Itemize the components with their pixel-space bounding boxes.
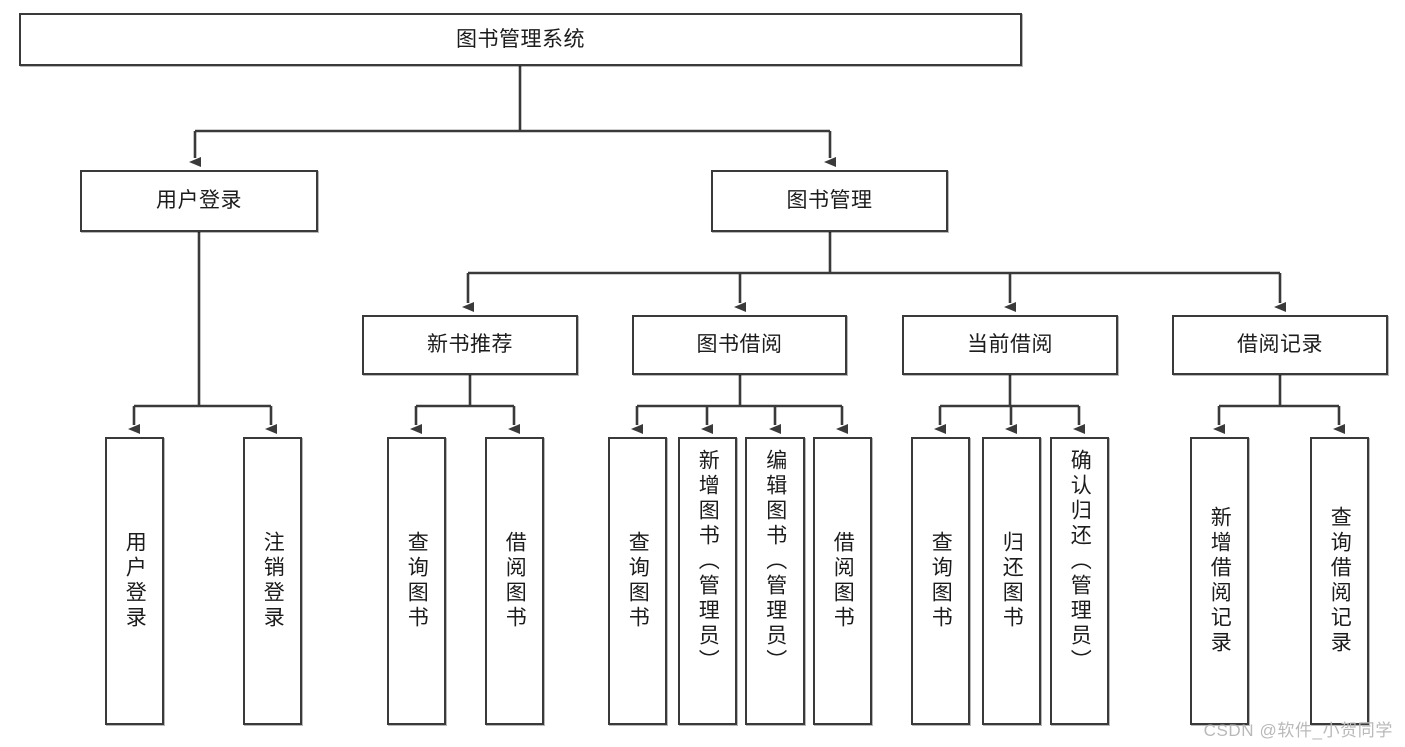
- leaf-query-book-3[interactable]: 查询图书: [911, 437, 970, 725]
- node-current-borrow[interactable]: 当前借阅: [902, 315, 1118, 375]
- leaf-query-record-label: 查询借阅记录: [1328, 506, 1352, 656]
- leaf-query-book-2[interactable]: 查询图书: [608, 437, 667, 725]
- node-borrow-record-label: 借阅记录: [1237, 333, 1323, 357]
- node-new-book-rec[interactable]: 新书推荐: [362, 315, 578, 375]
- leaf-add-book-label: 新增图书（管理员）: [696, 449, 720, 674]
- leaf-add-record[interactable]: 新增借阅记录: [1190, 437, 1249, 725]
- leaf-add-record-label: 新增借阅记录: [1208, 506, 1232, 656]
- leaf-logout[interactable]: 注销登录: [243, 437, 302, 725]
- leaf-confirm-return[interactable]: 确认归还（管理员）: [1050, 437, 1109, 725]
- node-root[interactable]: 图书管理系统: [19, 13, 1022, 66]
- leaf-borrow-book-1[interactable]: 借阅图书: [485, 437, 544, 725]
- leaf-confirm-return-label: 确认归还（管理员）: [1068, 449, 1092, 674]
- leaf-edit-book[interactable]: 编辑图书（管理员）: [745, 437, 805, 725]
- node-book-manage-label: 图书管理: [786, 189, 873, 213]
- node-book-borrow[interactable]: 图书借阅: [632, 315, 847, 375]
- node-root-label: 图书管理系统: [456, 27, 585, 51]
- leaf-user-login[interactable]: 用户登录: [105, 437, 164, 725]
- leaf-logout-label: 注销登录: [261, 531, 285, 631]
- leaf-query-book-3-label: 查询图书: [929, 531, 953, 631]
- node-new-book-rec-label: 新书推荐: [427, 333, 513, 357]
- leaf-return-book-label: 归还图书: [1000, 531, 1024, 631]
- leaf-add-book[interactable]: 新增图书（管理员）: [678, 437, 737, 725]
- leaf-user-login-label: 用户登录: [123, 531, 147, 631]
- leaf-borrow-book-1-label: 借阅图书: [503, 531, 527, 631]
- node-user-login-label: 用户登录: [156, 189, 242, 213]
- leaf-query-book-1[interactable]: 查询图书: [387, 437, 446, 725]
- node-current-borrow-label: 当前借阅: [967, 333, 1053, 357]
- leaf-borrow-book-2[interactable]: 借阅图书: [813, 437, 872, 725]
- leaf-query-record[interactable]: 查询借阅记录: [1310, 437, 1369, 725]
- node-book-borrow-label: 图书借阅: [696, 333, 783, 357]
- leaf-query-book-1-label: 查询图书: [405, 531, 429, 631]
- node-borrow-record[interactable]: 借阅记录: [1172, 315, 1388, 375]
- node-book-manage[interactable]: 图书管理: [711, 170, 948, 232]
- node-user-login[interactable]: 用户登录: [80, 170, 318, 232]
- leaf-return-book[interactable]: 归还图书: [982, 437, 1041, 725]
- csdn-watermark: CSDN @软件_小贺同学: [1203, 721, 1393, 740]
- leaf-edit-book-label: 编辑图书（管理员）: [763, 449, 787, 674]
- leaf-query-book-2-label: 查询图书: [626, 531, 650, 631]
- leaf-borrow-book-2-label: 借阅图书: [831, 531, 855, 631]
